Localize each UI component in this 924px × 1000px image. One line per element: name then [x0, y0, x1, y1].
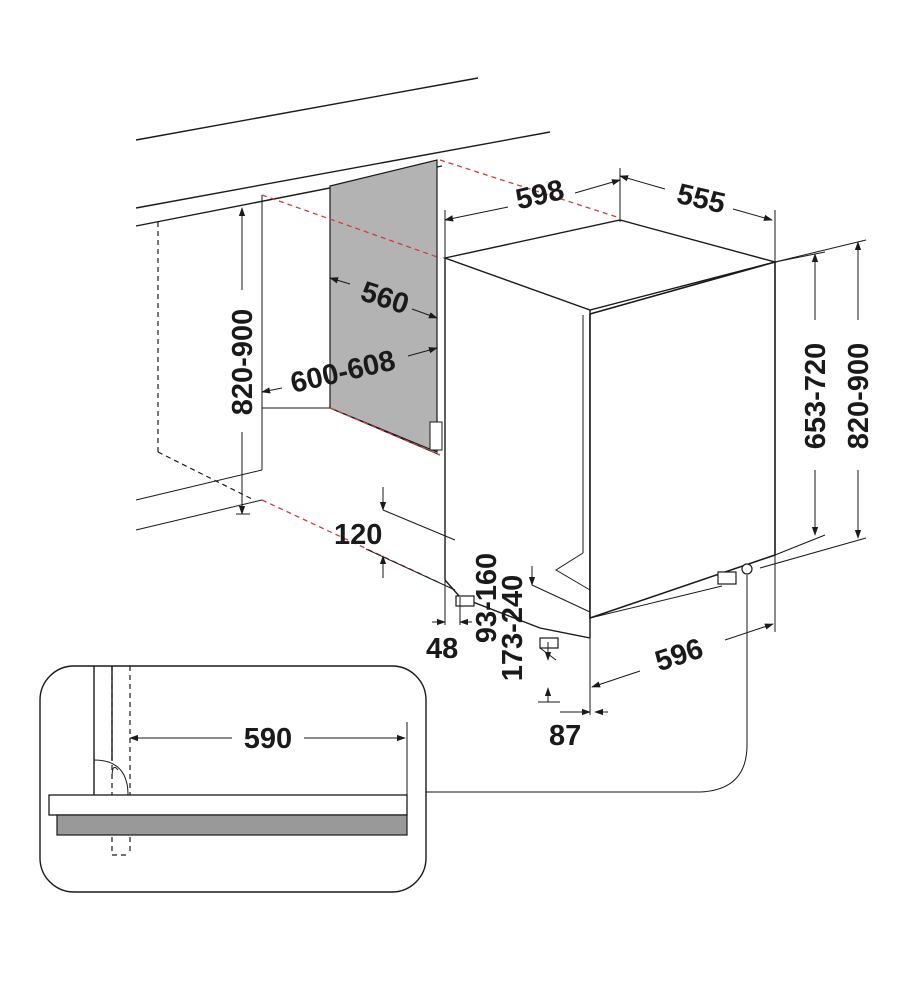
dim-line-600-608	[261, 347, 438, 394]
dim-line-820-900-right	[759, 239, 867, 569]
dim-label-555: 555	[674, 178, 728, 220]
dim-label-48: 48	[426, 633, 458, 665]
dim-label-820-900-right: 820-900	[843, 343, 875, 449]
dim-line-120	[365, 487, 456, 591]
dim-label-598: 598	[513, 174, 567, 216]
dim-line-93-160	[528, 566, 591, 613]
dim-line-173-240	[538, 642, 560, 703]
dim-line-555	[619, 175, 776, 262]
dim-line-596	[589, 555, 776, 715]
hinge-leader-line	[426, 575, 748, 793]
dim-line-48	[432, 580, 472, 626]
dishwasher-feet	[455, 563, 753, 649]
neighbour-cabinet-outline	[157, 222, 255, 501]
dim-label-120: 120	[334, 519, 382, 551]
countertop	[135, 77, 551, 531]
dim-label-590: 590	[244, 723, 292, 755]
dim-label-596: 596	[651, 633, 707, 678]
dim-label-87: 87	[549, 720, 581, 752]
dim-line-820-900-left	[236, 207, 250, 515]
detail-inset	[39, 665, 427, 893]
dim-label-820-900-left: 820-900	[227, 309, 259, 415]
dim-label-93-160: 93-160	[471, 553, 503, 643]
dim-line-560	[329, 277, 438, 319]
niche-side-panel	[329, 159, 443, 453]
dim-label-173-240: 173-240	[497, 575, 529, 681]
dim-label-653-720: 653-720	[800, 343, 832, 449]
